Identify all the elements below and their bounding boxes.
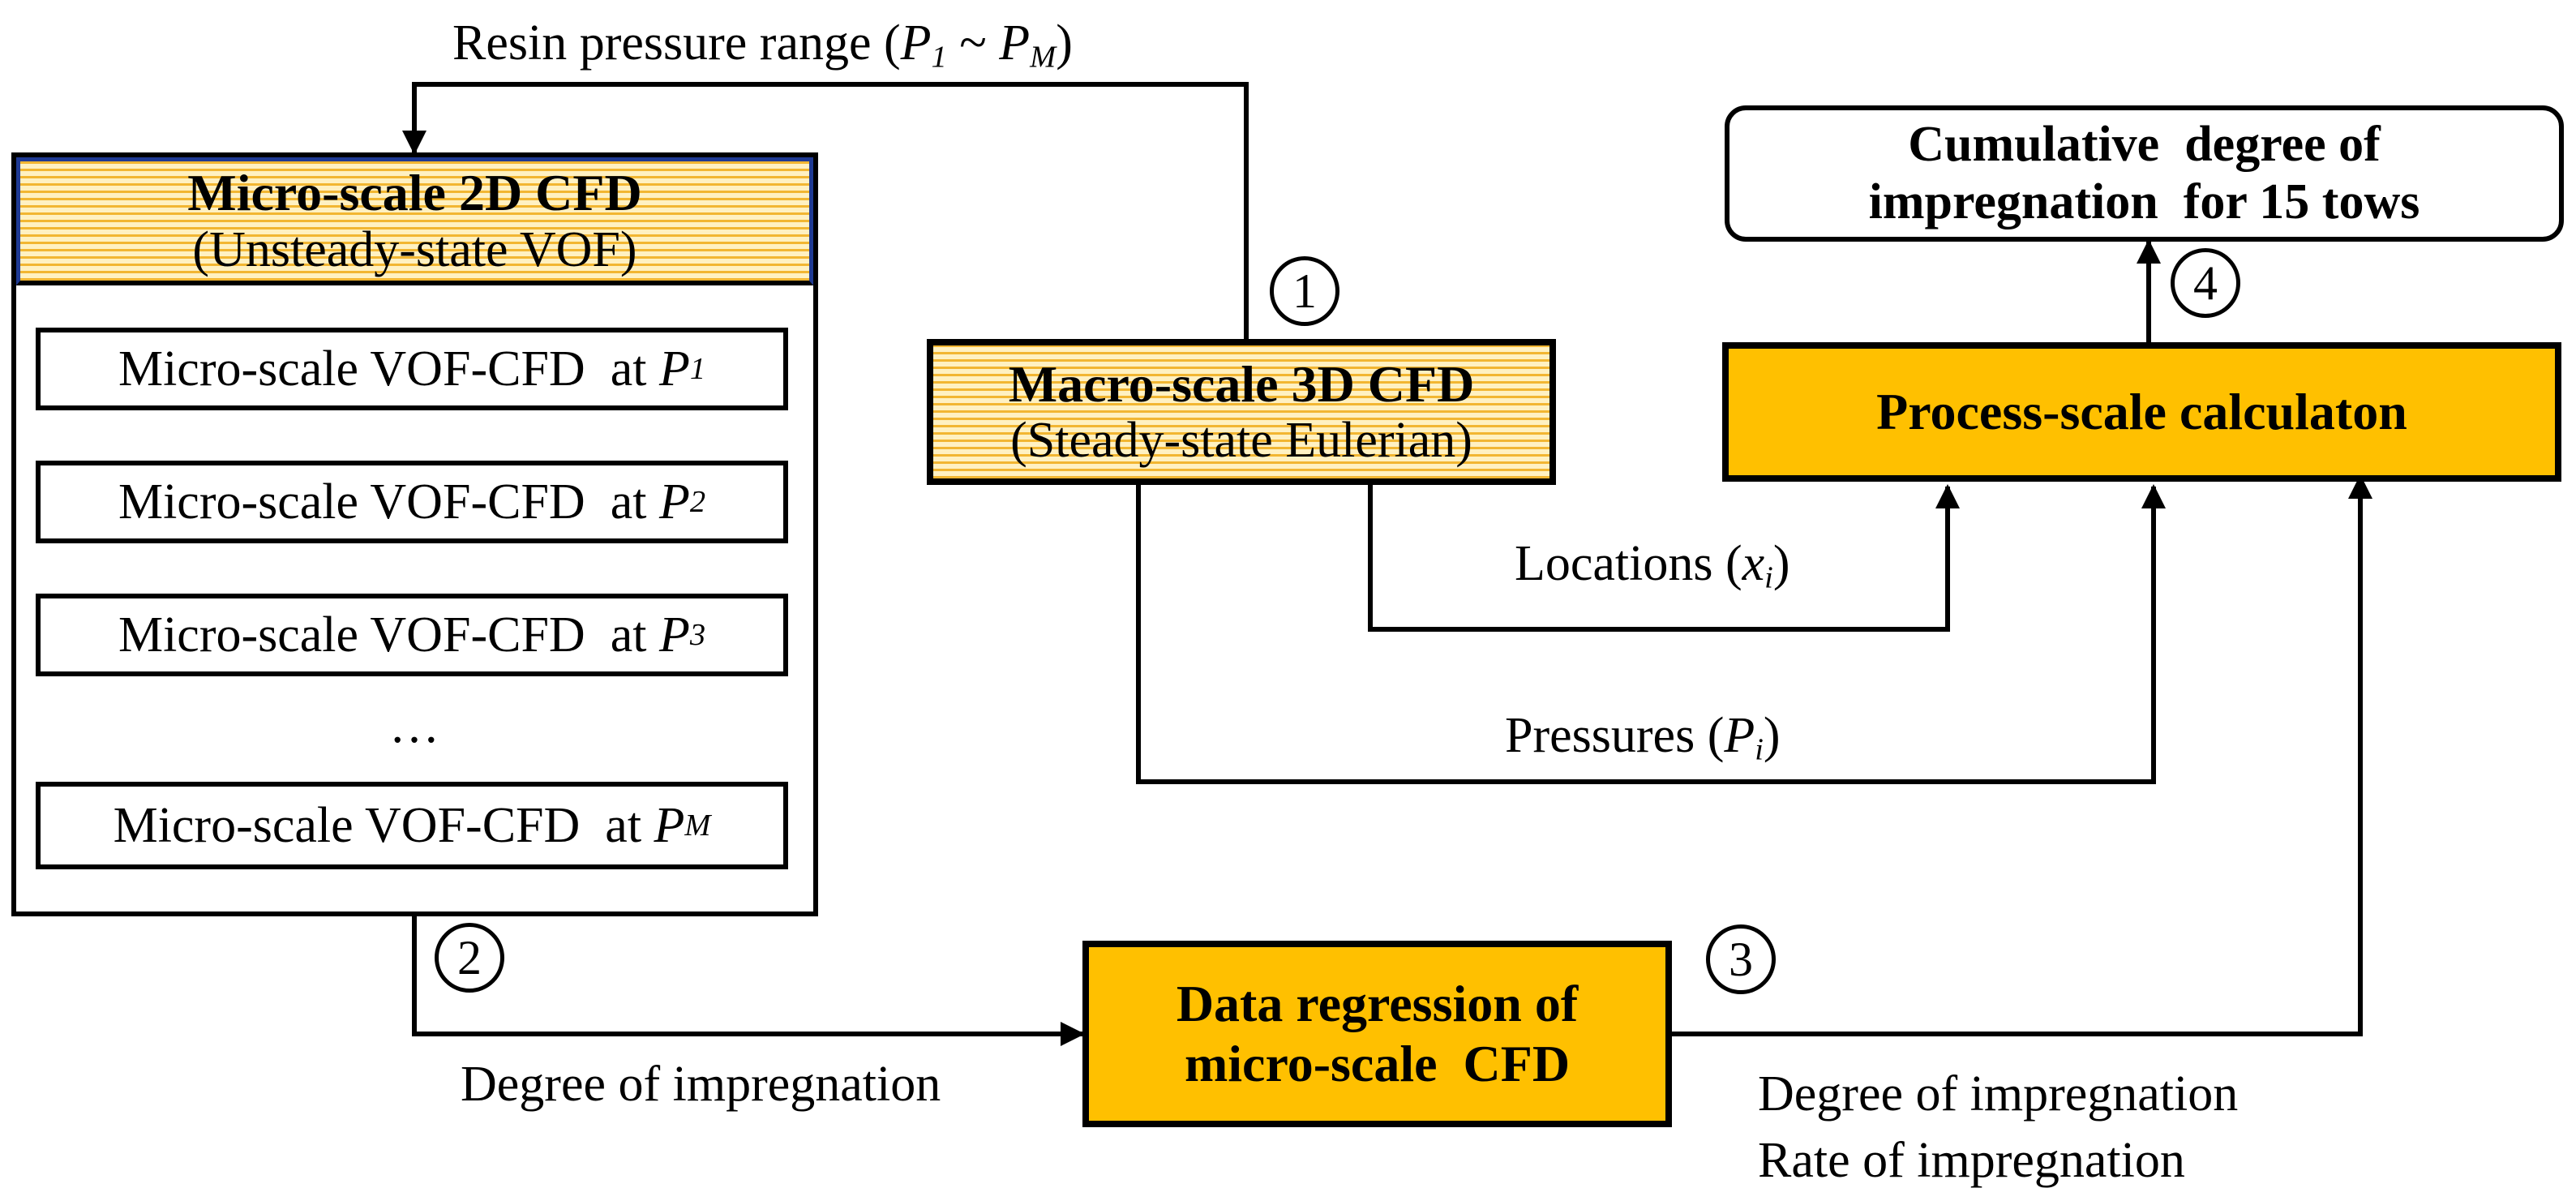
macro-cfd-box: Macro-scale 3D CFD (Steady-state Euleria…	[927, 339, 1556, 485]
p-end-var: P	[999, 15, 1031, 71]
micro-item-var: P	[658, 607, 690, 663]
micro-to-regression-label: Degree of impregnation	[461, 1057, 941, 1112]
pressures-text: Pressures (	[1505, 708, 1725, 763]
micro-cfd-container: Micro-scale 2D CFD (Unsteady-state VOF) …	[11, 152, 818, 916]
micro-item-prefix: Micro-scale VOF-CFD at	[113, 797, 654, 853]
regression-output-2: Rate of impregnation	[1758, 1133, 2185, 1188]
micro-cfd-header: Micro-scale 2D CFD (Unsteady-state VOF)	[16, 157, 813, 285]
pressures-arrow	[1136, 484, 2166, 784]
regression-output-1: Degree of impregnation	[1758, 1066, 2239, 1122]
cumulative-line-2: impregnation for 15 tows	[1868, 174, 2420, 229]
resin-pressure-range-label: Resin pressure range (P1 ~ PM)	[452, 18, 1073, 73]
locations-var: x	[1742, 536, 1765, 591]
p-start-var: P	[900, 15, 932, 71]
locations-arrow	[1368, 484, 1960, 632]
step-1-marker: 1	[1270, 256, 1339, 326]
process-scale-box: Process-scale calculaton	[1722, 342, 2561, 482]
micro-item-sub: 3	[689, 618, 706, 652]
micro-cfd-title: Micro-scale 2D CFD	[187, 164, 642, 222]
pressures-var: P	[1724, 708, 1755, 763]
p-start-sub: 1	[931, 40, 947, 75]
locations-text: Locations (	[1515, 536, 1742, 591]
regression-to-process-arrow	[1672, 474, 2372, 1036]
locations-sub: i	[1764, 560, 1773, 595]
micro-item-prefix: Micro-scale VOF-CFD at	[118, 474, 659, 530]
macro-cfd-title: Macro-scale 3D CFD	[1008, 354, 1475, 413]
step-2-marker: 2	[435, 923, 504, 993]
locations-close: )	[1772, 536, 1790, 591]
step-4-marker: 4	[2171, 248, 2240, 318]
tilde: ~	[946, 15, 1000, 71]
step-3-marker: 3	[1706, 924, 1776, 994]
locations-label: Locations (xi)	[1515, 538, 1790, 594]
micro-item-var: P	[658, 474, 690, 530]
pressures-label: Pressures (Pi)	[1505, 710, 1781, 766]
micro-ellipsis: …	[389, 698, 439, 753]
micro-item-prefix: Micro-scale VOF-CFD at	[118, 341, 659, 397]
cumulative-degree-box: Cumulative degree of impregnation for 15…	[1725, 105, 2564, 242]
micro-to-regression-arrow	[412, 916, 1085, 1046]
pressures-sub: i	[1755, 732, 1764, 767]
micro-cfd-subtitle: (Unsteady-state VOF)	[192, 221, 637, 277]
macro-cfd-subtitle: (Steady-state Eulerian)	[1010, 413, 1472, 469]
pressures-close: )	[1763, 708, 1781, 763]
cumulative-line-1: Cumulative degree of	[1908, 116, 2381, 172]
micro-item-sub: 2	[689, 485, 706, 519]
resin-pressure-text: Resin pressure range (	[452, 15, 901, 71]
micro-item-var: P	[658, 341, 690, 397]
feedback-arrow	[402, 82, 1249, 339]
regression-line-2: micro-scale CFD	[1184, 1035, 1571, 1092]
close-paren: )	[1056, 15, 1073, 71]
micro-item-sub: M	[684, 809, 711, 843]
micro-item-prefix: Micro-scale VOF-CFD at	[118, 607, 659, 663]
regression-line-1: Data regression of	[1176, 975, 1579, 1033]
p-end-sub: M	[1030, 40, 1057, 75]
regression-box: Data regression of micro-scale CFD	[1082, 941, 1672, 1127]
micro-item-sub: 1	[689, 352, 706, 386]
micro-item-var: P	[654, 797, 685, 853]
